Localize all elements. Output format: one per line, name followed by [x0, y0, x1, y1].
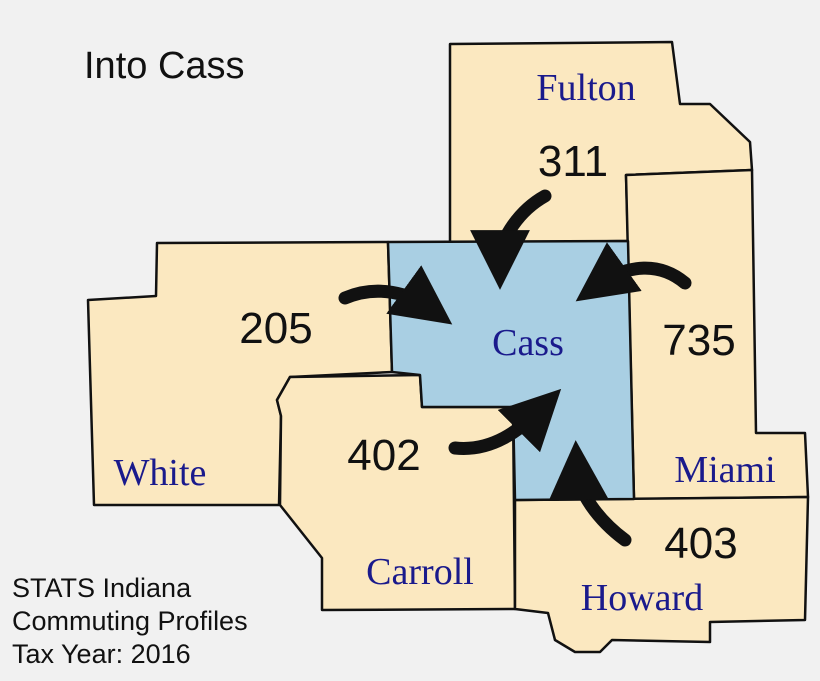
- flow-count-carroll: 402: [347, 431, 420, 480]
- caption-line-1: STATS Indiana: [12, 573, 192, 603]
- county-label-miami: Miami: [674, 449, 775, 491]
- county-label-fulton: Fulton: [536, 67, 635, 109]
- county-label-carroll: Carroll: [366, 551, 474, 593]
- flow-count-miami: 735: [662, 316, 735, 365]
- county-howard: [513, 495, 810, 654]
- flow-arrow-fulton: [470, 189, 552, 290]
- caption-line-2: Commuting Profiles: [12, 606, 248, 636]
- county-label-cass: Cass: [492, 322, 564, 364]
- flow-arrow-white: [338, 265, 453, 325]
- county-label-white: White: [114, 452, 207, 494]
- flow-count-howard: 403: [664, 519, 737, 568]
- flow-arrow-carroll: [448, 388, 562, 455]
- flow-arrow-miami: [575, 242, 692, 302]
- flow-count-white: 205: [239, 304, 312, 353]
- flow-count-fulton: 311: [538, 137, 608, 186]
- county-label-howard: Howard: [581, 577, 703, 619]
- flow-arrow-howard: [548, 440, 632, 547]
- caption-line-3: Tax Year: 2016: [12, 639, 191, 669]
- map-title: Into Cass: [84, 45, 245, 87]
